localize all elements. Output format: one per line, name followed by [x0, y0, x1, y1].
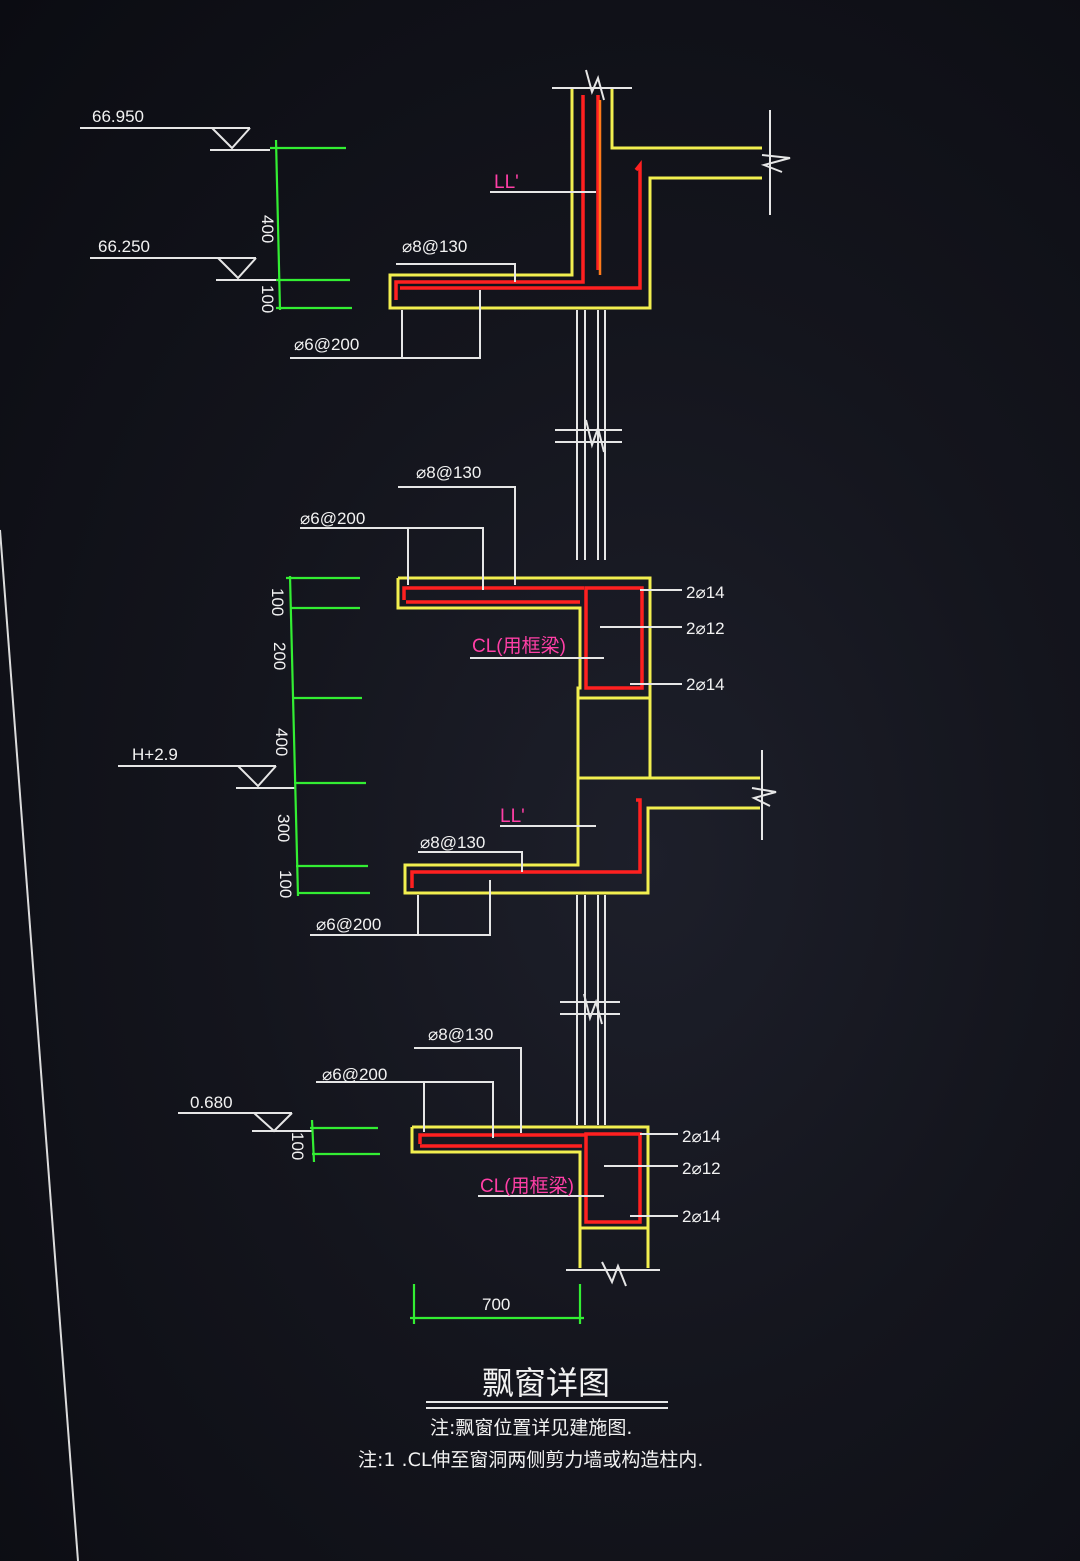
rebar-2phi12-a: 2⌀12 [686, 619, 725, 638]
width-label: 700 [482, 1295, 510, 1314]
dim-mid-300: 300 [274, 814, 293, 842]
leader-phi8-top [396, 263, 516, 282]
ll-label-top: LL' [494, 172, 519, 193]
viewport-border [0, 529, 79, 1561]
elev-label-4: 0.680 [190, 1093, 233, 1112]
rebar-2phi14-a: 2⌀14 [686, 583, 725, 602]
rebar-2phi14-d: 2⌀14 [682, 1207, 721, 1226]
right-break-top [760, 154, 791, 173]
phi6-label-bot: ⌀6@200 [322, 1065, 387, 1084]
elev-triangle-2 [217, 257, 257, 280]
middle-bay-section [300, 486, 682, 780]
middle-elevations: H+2.9 100 200 400 300 100 [118, 575, 370, 898]
mid-lower-outline [403, 778, 760, 895]
dim-mid-100a: 100 [268, 588, 287, 616]
elev-label-3: H+2.9 [132, 745, 178, 764]
mid-lower-rebar [410, 798, 642, 888]
leader-phi8-mid-low [418, 851, 523, 872]
elev-label-2: 66.250 [98, 237, 150, 256]
dim-top-100: 100 [258, 285, 277, 313]
dim-mid-200: 200 [270, 642, 289, 670]
top-wall-outline [610, 88, 762, 150]
middle-slab-outline [396, 576, 652, 780]
phi8-label-top: ⌀8@130 [402, 237, 467, 256]
leader-phi6-top [290, 290, 481, 359]
phi6-label-top: ⌀6@200 [294, 335, 359, 354]
drawing-title: 飘窗详图 [482, 1364, 610, 1402]
dim-bot-100: 100 [288, 1132, 307, 1160]
leader-phi6-bot [316, 1081, 494, 1138]
top-bay-section [290, 69, 791, 560]
middle-lower-section [310, 750, 777, 1125]
dim-axis-top [274, 139, 282, 311]
bottom-bay-section [316, 1047, 678, 1287]
cl-stirrup-bottom [584, 1132, 642, 1224]
leader-phi8-bot [414, 1047, 522, 1133]
dim-axis-bot [310, 1119, 316, 1163]
wall-break-mark-2 [583, 993, 603, 1025]
leader-phi8-mid [398, 486, 516, 585]
elev-triangle-1 [211, 127, 251, 150]
ll-label-mid: LL' [500, 806, 525, 827]
phi8-label-mid: ⌀8@130 [416, 463, 481, 482]
phi6-label-mid: ⌀6@200 [300, 509, 365, 528]
bottom-elevations: 0.680 100 [178, 1093, 380, 1163]
top-rebar-3 [400, 160, 642, 290]
dim-mid-100b: 100 [276, 870, 295, 898]
rebar-2phi12-b: 2⌀12 [682, 1159, 721, 1178]
mid-rebar-top [402, 586, 584, 600]
top-elevations: 66.950 66.250 400 100 [80, 107, 352, 313]
phi8-label-bot: ⌀8@130 [428, 1025, 493, 1044]
dim-mid-400: 400 [272, 728, 291, 756]
wall-break-mark-1 [585, 419, 605, 453]
leader-phi6-mid-low [310, 880, 491, 936]
bottom-slab-top [412, 1125, 650, 1268]
width-dimension: 700 [410, 1284, 584, 1324]
note-1: 注:飘窗位置详见建施图. [430, 1417, 632, 1439]
right-break-mid [751, 787, 777, 807]
cl-label-bot: CL(用框梁) [480, 1175, 574, 1197]
top-break-mark [585, 69, 605, 101]
dim-top-400: 400 [258, 215, 277, 243]
leader-phi6-mid [300, 527, 484, 590]
elev-triangle-4 [253, 1112, 293, 1133]
bottom-break-mark [601, 1261, 627, 1287]
elev-label-1: 66.950 [92, 107, 144, 126]
bottom-rebar-top [418, 1133, 586, 1144]
top-slab-outline [388, 88, 762, 310]
phi6-label-mid-low: ⌀6@200 [316, 915, 381, 934]
bottom-slab-bot [410, 1127, 582, 1268]
dim-axis-mid [288, 575, 300, 897]
cl-label-mid: CL(用框梁) [472, 635, 566, 657]
rebar-2phi14-c: 2⌀14 [682, 1127, 721, 1146]
top-rebar-1 [394, 95, 585, 300]
rebar-2phi14-b: 2⌀14 [686, 675, 725, 694]
cl-stirrup [584, 586, 644, 690]
note-2: 注:1 .CL伸至窗洞两侧剪力墙或构造柱内. [358, 1449, 703, 1471]
elev-triangle-3 [237, 765, 277, 788]
phi8-label-mid-low: ⌀8@130 [420, 833, 485, 852]
